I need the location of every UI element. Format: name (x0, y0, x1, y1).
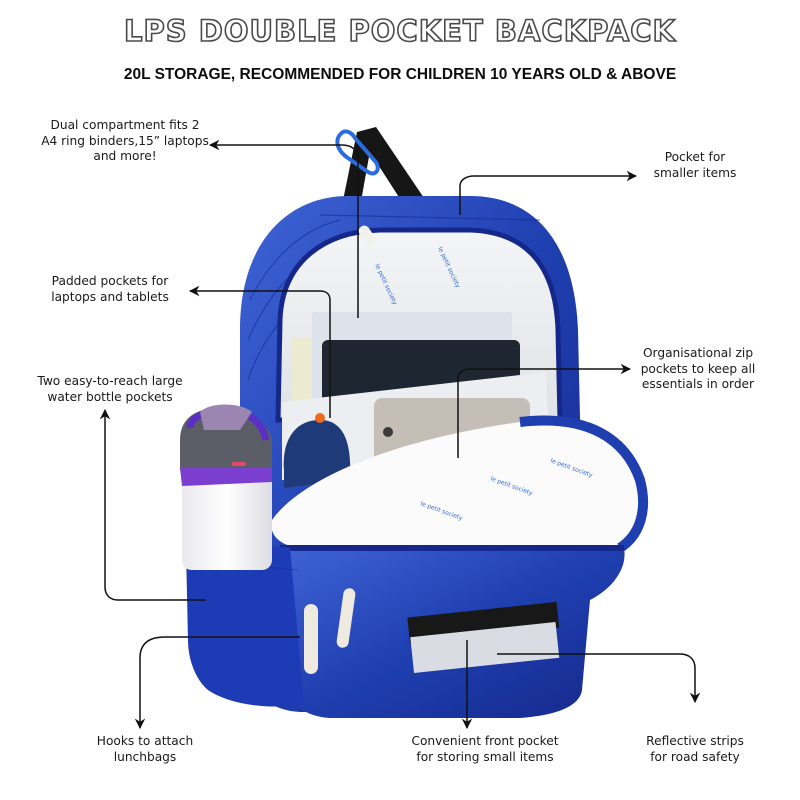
arrow-bottle-pockets (99, 408, 206, 601)
callout-front-pocket: Convenient front pocket for storing smal… (411, 734, 559, 764)
callout-small-pocket: Pocket for smaller items (653, 150, 737, 180)
front-flap-lining (271, 420, 644, 548)
arrow-organisational-pockets (457, 363, 632, 458)
front-flap-edge (519, 415, 648, 553)
callout-padded-pockets: Padded pockets for laptops and tablets (51, 274, 169, 304)
callout-lunchbag-hooks: Hooks to attach lunchbags (96, 734, 194, 764)
arrow-reflective-strips (497, 653, 701, 704)
page-title: LPS DOUBLE POCKET BACKPACK (123, 13, 676, 49)
top-zip-pull (358, 225, 377, 246)
arrow-small-pocket (459, 170, 638, 215)
zip-pull-hook-left (304, 604, 318, 674)
callout-reflective-strips: Reflective strips for road safety (646, 734, 744, 764)
umbrella (283, 420, 351, 488)
callout-organisational-pockets: Organisational zip pockets to keep all e… (640, 346, 756, 391)
arrow-lunchbag-hooks (134, 636, 300, 730)
arrow-padded-pockets (188, 285, 331, 418)
side-bottle-pocket (186, 538, 304, 707)
callout-bottle-pockets: Two easy-to-reach large water bottle poc… (37, 374, 183, 404)
page-subtitle: 20L STORAGE, RECOMMENDED FOR CHILDREN 10… (123, 66, 677, 83)
callout-dual-compartment: Dual compartment fits 2 A4 ring binders,… (41, 118, 209, 163)
zip-pull-hook-right (336, 588, 356, 648)
velcro-strip (407, 601, 560, 644)
reflective-strip (410, 621, 560, 674)
callout-arrows (99, 139, 701, 730)
water-bottle (180, 404, 272, 570)
arrow-dual-compartment (208, 139, 359, 318)
